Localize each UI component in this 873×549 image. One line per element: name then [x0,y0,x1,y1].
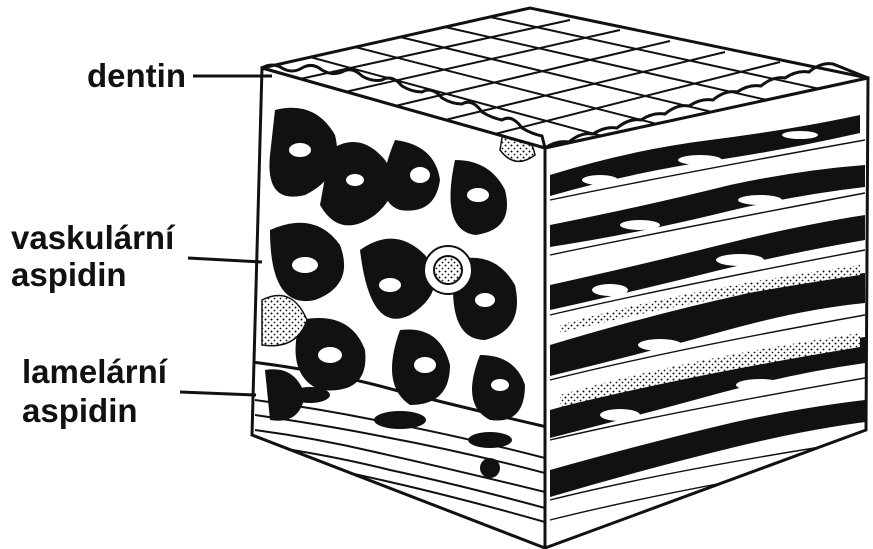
lamellar-aspidin-leader-line [180,392,256,395]
label-lamellar-line1: lamelární [22,352,167,392]
vascular-aspidin-leader-line [188,258,262,262]
label-vascular-line1: vaskulární [11,218,174,258]
label-vascular-line2: aspidin [11,255,127,295]
label-dentin: dentin [87,56,186,96]
label-lamellar-line2: aspidin [22,391,138,431]
right-section-face [540,70,873,549]
